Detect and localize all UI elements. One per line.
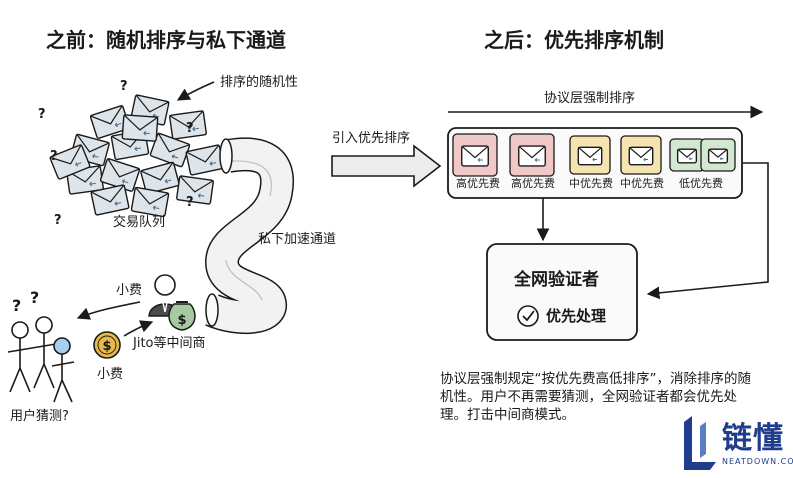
private-channel-tube — [204, 137, 295, 335]
envelope-icon — [130, 186, 170, 218]
envelope-icon — [90, 184, 130, 216]
middleman-label: Jito等中间商 — [133, 336, 206, 351]
tip-arrow-bottom — [123, 320, 154, 337]
envelope-icon — [121, 114, 159, 142]
envelope-icon — [99, 158, 141, 192]
question-mark: ? — [50, 149, 58, 164]
envelope-icon — [149, 132, 191, 168]
envelope-icon — [176, 175, 214, 205]
envelope-mid-priority-icon — [577, 146, 603, 166]
validator-box — [486, 243, 638, 341]
envelope-high-priority-icon — [518, 145, 546, 167]
question-mark: ? — [30, 288, 40, 307]
tip-arrow-top — [76, 301, 141, 320]
svg-text:$: $ — [102, 339, 111, 354]
private-channel-label: 私下加速通道 — [258, 232, 337, 247]
validator-title: 全网验证者 — [514, 270, 599, 290]
question-mark: ? — [54, 213, 62, 228]
question-mark: ? — [186, 195, 194, 210]
users-figures — [7, 316, 75, 403]
question-mark: ? — [186, 121, 194, 136]
validator-subtitle: 优先处理 — [546, 307, 607, 325]
question-mark: ? — [38, 107, 46, 122]
brand-logo-icon — [684, 416, 716, 470]
priority-label-low: 低优先费 — [679, 177, 723, 190]
priority-label-high: 高优先费 — [456, 177, 500, 190]
before-title: 之前：随机排序与私下通道 — [46, 28, 286, 52]
priority-label-mid: 中优先费 — [569, 177, 613, 190]
envelope-icon — [140, 161, 180, 195]
envelope-icon — [70, 133, 110, 167]
svg-text:$: $ — [177, 313, 186, 328]
tip-label-bottom: 小费 — [97, 367, 124, 382]
feedback-arrow — [646, 162, 769, 300]
money-bag-icon: $ — [168, 301, 196, 331]
coin-icon: $ — [93, 331, 121, 359]
priority-slots — [452, 133, 736, 177]
introduce-priority-label: 引入优先排序 — [332, 131, 411, 146]
check-icon — [517, 305, 539, 327]
envelope-low-priority-icon — [676, 148, 698, 164]
priority-label-high: 高优先费 — [511, 177, 555, 190]
envelope-icon — [169, 110, 207, 140]
randomness-label: 排序的随机性 — [220, 75, 299, 90]
question-mark: ? — [120, 79, 128, 94]
envelope-icon — [185, 144, 225, 176]
envelope-icon — [49, 144, 91, 180]
randomness-pointer-arrow — [176, 81, 215, 101]
brand-site: NEATDOWN.COM — [722, 457, 793, 466]
protocol-order-label: 协议层强制排序 — [544, 91, 636, 106]
user-label: 用户猜测? — [10, 409, 69, 424]
tip-label-top: 小费 — [116, 283, 143, 298]
transaction-queue-envelopes — [49, 94, 225, 218]
priority-label-mid: 中优先费 — [620, 177, 664, 190]
description-text: 协议层强制规定“按优先费高低排序”，消除排序的随机性。用户不再需要猜测，全网验证… — [440, 371, 751, 423]
envelope-mid-priority-icon — [628, 146, 654, 166]
envelope-high-priority-icon — [461, 145, 489, 167]
after-title: 之后：优先排序机制 — [484, 28, 664, 52]
queue-label: 交易队列 — [113, 215, 166, 230]
envelope-low-priority-icon — [707, 148, 729, 164]
brand-name: 链懂 — [722, 421, 784, 456]
introduce-priority-arrow — [331, 144, 442, 188]
question-mark: ? — [12, 296, 22, 315]
